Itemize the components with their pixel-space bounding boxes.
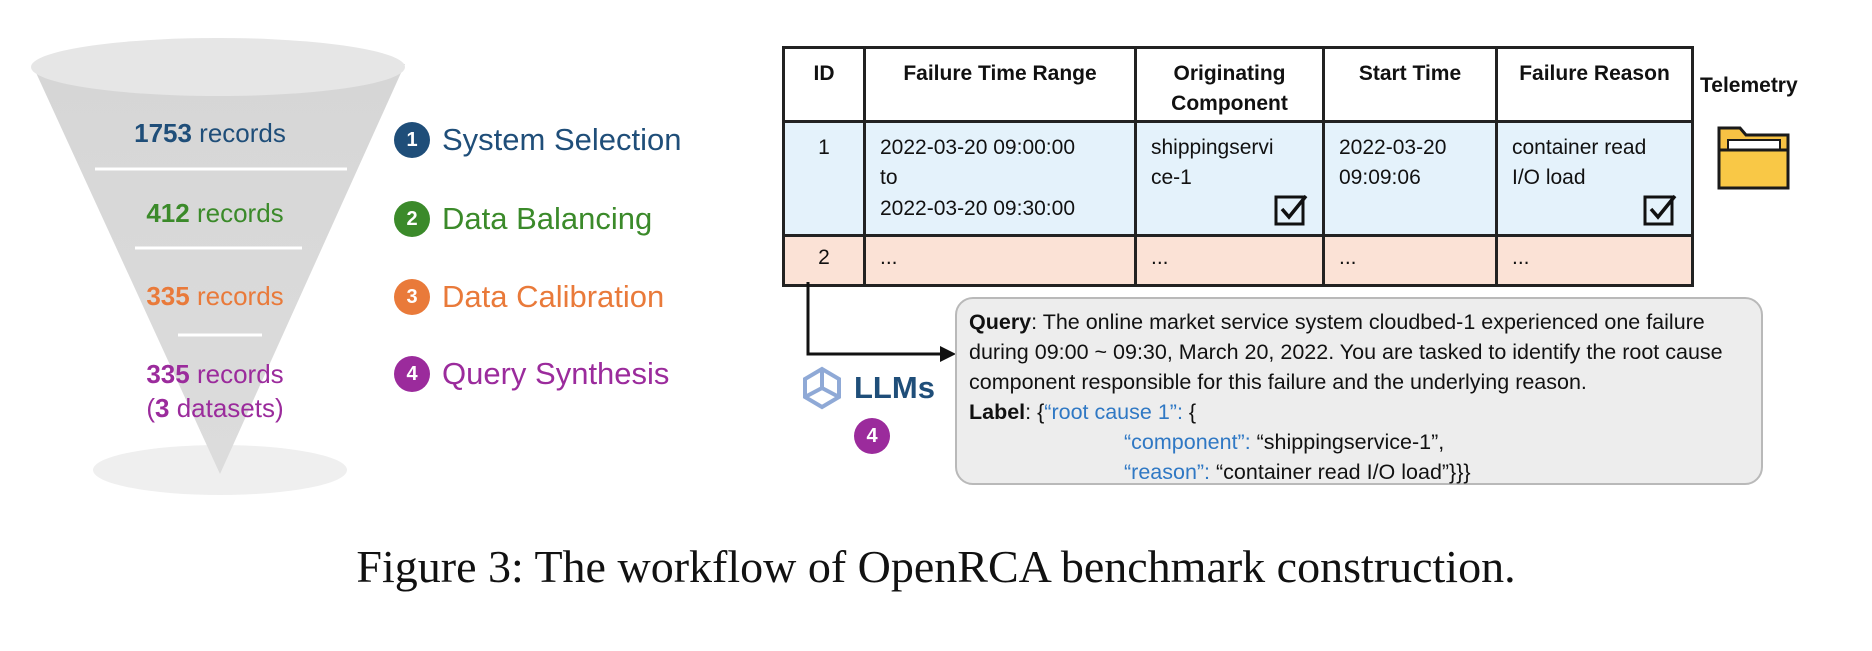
records-table: ID Failure Time Range Originating Compon… — [782, 46, 1694, 287]
label-line: Label: {“root cause 1”: { — [969, 397, 1749, 427]
llm-logo-icon — [803, 366, 841, 410]
funnel-count: 1753 — [134, 118, 192, 148]
table-row: 1 2022-03-20 09:00:00 to 2022-03-20 09:3… — [782, 119, 1694, 238]
funnel-unit: records — [189, 359, 284, 389]
cell-id: 1 — [782, 119, 866, 238]
cell-ellipsis: ... — [1495, 234, 1694, 287]
header-failure-reason: Failure Reason — [1495, 46, 1694, 123]
header-start-time: Start Time — [1322, 46, 1498, 123]
time-range-to: to — [880, 166, 898, 190]
step-number-badge: 4 — [394, 356, 430, 392]
llms-label: LLMs — [854, 370, 935, 405]
step-number-badge: 1 — [394, 122, 430, 158]
label-open: : { — [1025, 400, 1045, 424]
step-label: Data Calibration — [442, 279, 665, 314]
step-number-badge: 4 — [854, 418, 890, 454]
table-header-row: ID Failure Time Range Originating Compon… — [782, 46, 1694, 123]
step-query-synthesis: 4 Query Synthesis — [394, 354, 669, 394]
time-range-end: 2022-03-20 09:30:00 — [880, 196, 1075, 220]
folder-icon — [1717, 126, 1790, 190]
cell-originating-component: shippingservi ce-1 — [1134, 119, 1325, 238]
funnel-level-2: 412 records — [115, 197, 315, 231]
funnel-extra-count: 3 — [155, 392, 170, 423]
cell-ellipsis: ... — [863, 234, 1137, 287]
step-data-calibration: 3 Data Calibration — [394, 277, 664, 317]
query-paragraph: Query: The online market service system … — [969, 307, 1749, 397]
start-clock: 09:09:06 — [1339, 166, 1421, 190]
component-value: “shippingservice-1”, — [1250, 430, 1445, 454]
cell-ellipsis: ... — [1322, 234, 1498, 287]
reason-line: I/O load — [1512, 166, 1586, 190]
cell-ellipsis: ... — [1134, 234, 1325, 287]
telemetry-label: Telemetry — [1700, 74, 1798, 97]
component-line: ce-1 — [1151, 166, 1192, 190]
cell-failure-reason: container read I/O load — [1495, 119, 1694, 238]
component-line: shippingservi — [1151, 135, 1274, 159]
step-number-badge: 2 — [394, 201, 430, 237]
step-label: System Selection — [442, 122, 682, 157]
start-date: 2022-03-20 — [1339, 135, 1447, 159]
funnel-count: 335 — [146, 359, 190, 389]
reason-line: “reason”: “container read I/O load”}}} — [969, 457, 1749, 487]
funnel-unit: records — [189, 281, 284, 311]
funnel-unit: records — [189, 198, 284, 228]
cell-start-time: 2022-03-20 09:09:06 — [1322, 119, 1498, 238]
funnel-graphic — [31, 38, 405, 495]
figure-caption: Figure 3: The workflow of OpenRCA benchm… — [356, 541, 1516, 592]
query-text: : The online market service system cloud… — [969, 310, 1723, 394]
funnel-level-1: 1753 records — [110, 117, 310, 151]
query-label: Query — [969, 310, 1032, 334]
funnel-top — [31, 38, 405, 96]
step-number-badge: 3 — [394, 279, 430, 315]
flow-arrow — [806, 282, 956, 362]
cell-id: 2 — [782, 234, 866, 287]
root-cause-open: { — [1182, 400, 1197, 424]
funnel-level-4: 335 records (3 datasets) — [115, 358, 315, 426]
funnel-count: 412 — [146, 198, 190, 228]
query-box: Query: The online market service system … — [955, 297, 1763, 485]
funnel-level-3: 335 records — [115, 280, 315, 314]
funnel-body — [32, 64, 405, 474]
funnel-extra-prefix: ( — [146, 392, 156, 423]
llms-group: LLMs — [800, 366, 935, 410]
header-id: ID — [782, 46, 866, 123]
funnel-count: 335 — [146, 281, 190, 311]
cell-failure-time-range: 2022-03-20 09:00:00 to 2022-03-20 09:30:… — [863, 119, 1137, 238]
header-originating-component: Originating Component — [1134, 46, 1325, 123]
checkbox-checked-icon — [1643, 195, 1677, 226]
label-label: Label — [969, 400, 1026, 424]
checkbox-checked-icon — [1274, 195, 1308, 226]
reason-value: “container read I/O load”}}} — [1210, 460, 1471, 484]
funnel-extra-suffix: datasets) — [169, 392, 284, 423]
time-range-start: 2022-03-20 09:00:00 — [880, 135, 1075, 159]
step-system-selection: 1 System Selection — [394, 120, 682, 160]
step-label: Query Synthesis — [442, 356, 670, 391]
table-row: 2 ... ... ... ... — [782, 234, 1694, 287]
reason-line: container read — [1512, 135, 1647, 159]
step-label: Data Balancing — [442, 201, 653, 236]
component-line: “component”: “shippingservice-1”, — [969, 427, 1749, 457]
step-data-balancing: 2 Data Balancing — [394, 199, 652, 239]
reason-key: “reason”: — [1124, 460, 1211, 484]
funnel-unit: records — [191, 118, 286, 148]
header-failure-time-range: Failure Time Range — [863, 46, 1137, 123]
root-cause-key: “root cause 1”: — [1044, 400, 1183, 424]
component-key: “component”: — [1124, 430, 1251, 454]
